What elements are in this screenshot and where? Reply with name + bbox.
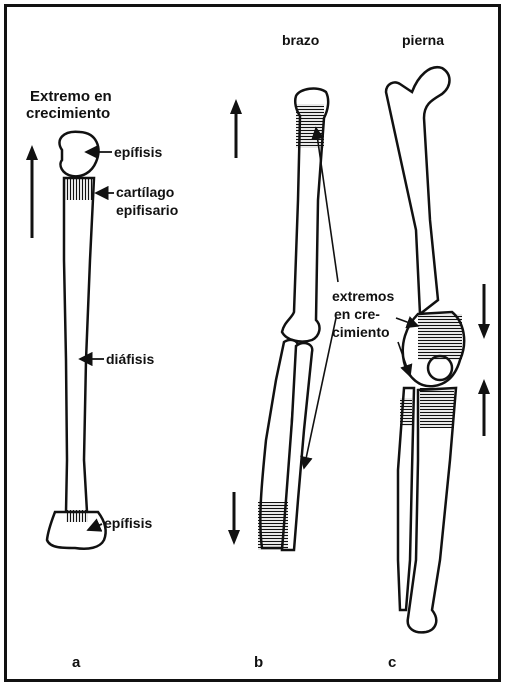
label-en-cre: en cre- — [334, 306, 380, 323]
label-cimiento: cimiento — [332, 324, 390, 341]
label-epifisis-bottom: epífisis — [104, 515, 152, 532]
arm-growth-hatch-top — [296, 104, 324, 148]
arrow-down-b — [228, 492, 240, 545]
label-diafisis: diáfisis — [106, 351, 154, 368]
title-crecimiento: crecimiento — [26, 105, 110, 122]
leg-growth-hatch-lower — [420, 388, 454, 428]
title-extremo-en: Extremo en — [30, 88, 112, 105]
title-pierna: pierna — [402, 32, 444, 49]
arrow-up-c — [478, 379, 490, 436]
label-epifisis-top: epífisis — [114, 144, 162, 161]
leg-growth-hatch-upper — [418, 314, 462, 360]
panel-letter-c: c — [388, 654, 396, 671]
arrow-up-a — [26, 145, 38, 238]
label-epifisario: epifisario — [116, 202, 178, 219]
label-extremos: extremos — [332, 288, 394, 305]
cartilage-bottom-hatch — [66, 510, 88, 522]
title-brazo: brazo — [282, 32, 319, 49]
arm-bones-b — [260, 89, 328, 550]
arrow-down-c — [478, 284, 490, 339]
cartilage-top-hatch — [64, 178, 94, 200]
arm-growth-hatch-bottom — [258, 502, 288, 550]
label-cartilago: cartílago — [116, 184, 174, 201]
panel-letter-b: b — [254, 654, 263, 671]
arrow-up-b — [230, 99, 242, 158]
fibula-growth-hatch — [400, 398, 412, 426]
panel-letter-a: a — [72, 654, 80, 671]
